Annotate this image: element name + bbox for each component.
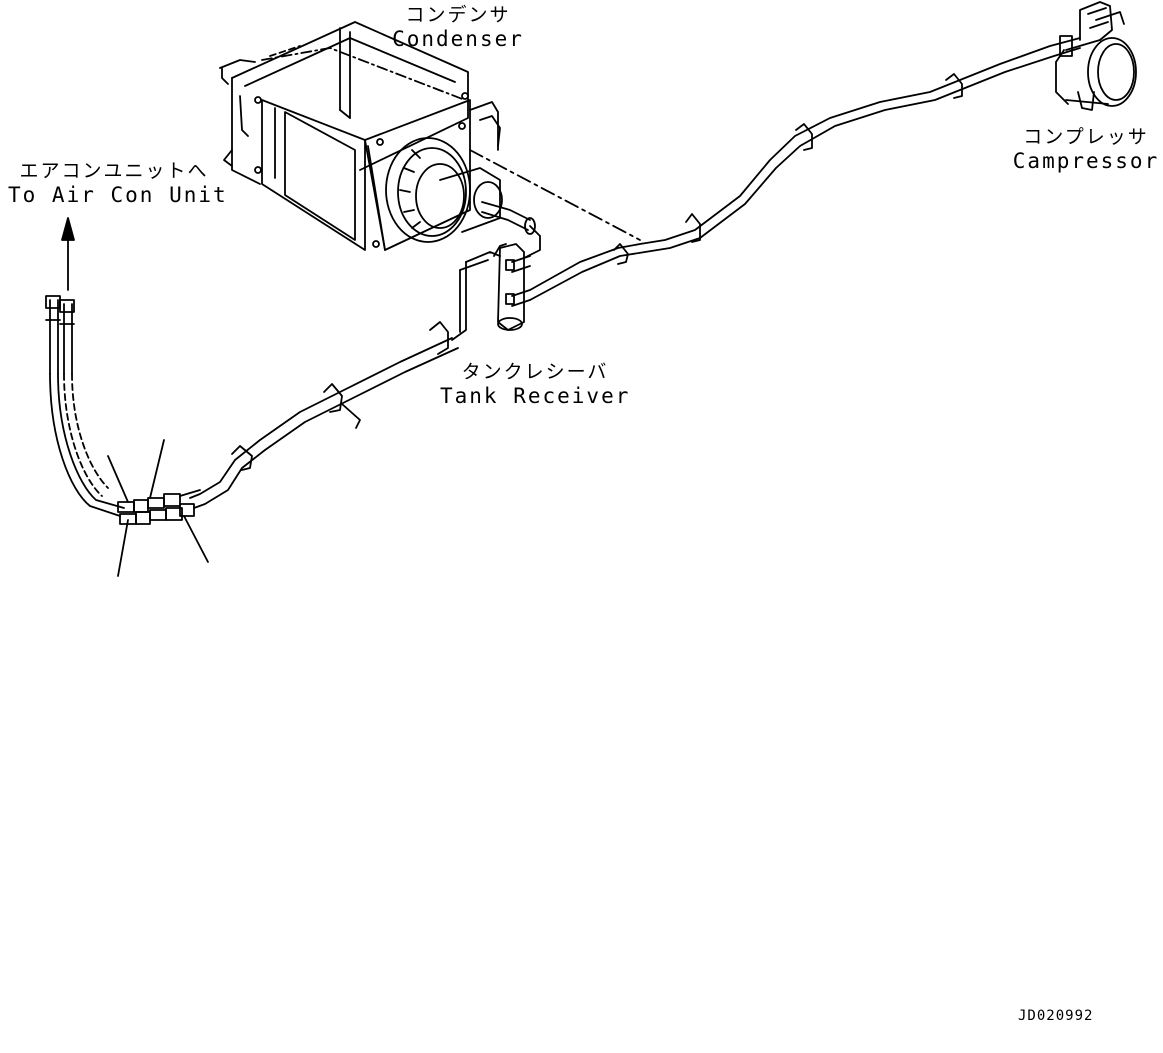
compressor-label: コンプレッサ Campressor xyxy=(1012,122,1160,173)
hose-couplers xyxy=(117,489,201,525)
drawing-reference: JD020992 xyxy=(1018,1008,1094,1024)
tank-receiver-label-jp: タンクレシーバ xyxy=(461,361,609,383)
tank-receiver-label: タンクレシーバ Tank Receiver xyxy=(440,357,630,408)
leader-lines xyxy=(107,439,209,577)
hose-clamps xyxy=(231,73,963,471)
aircon-unit-label-en: To Air Con Unit xyxy=(8,183,228,207)
condenser-label-jp: コンデンサ xyxy=(405,4,511,26)
condenser-label-en: Condenser xyxy=(392,27,524,51)
compressor-label-en: Campressor xyxy=(1012,149,1160,173)
tank-receiver xyxy=(451,235,541,341)
arrow-up-icon xyxy=(61,217,75,291)
aircon-hoses xyxy=(45,295,125,517)
compressor xyxy=(1055,1,1137,111)
refrigerant-hoses xyxy=(189,37,1081,509)
aircon-unit-label: エアコンユニットへ To Air Con Unit xyxy=(8,156,228,207)
compressor-label-jp: コンプレッサ xyxy=(1023,126,1149,148)
condenser-label: コンデンサ Condenser xyxy=(388,0,528,51)
tank-receiver-label-en: Tank Receiver xyxy=(440,384,631,408)
condenser-unit xyxy=(219,21,541,251)
aircon-unit-label-jp: エアコンユニットへ xyxy=(19,160,209,182)
hidden-line xyxy=(469,149,641,241)
